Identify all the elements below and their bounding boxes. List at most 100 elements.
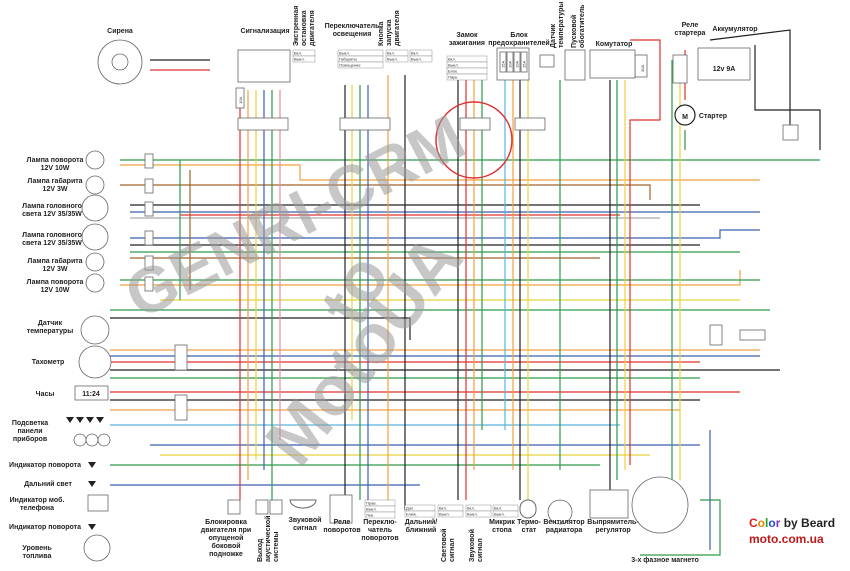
label-sound-signal: Звуковой bbox=[468, 529, 476, 562]
label-tacho: Тахометр bbox=[32, 359, 65, 366]
label-audio-out: акустической bbox=[264, 516, 272, 563]
switch-position-ignition: Парк. bbox=[448, 75, 458, 80]
label-light-signal: Световой bbox=[440, 529, 448, 562]
clock-display bbox=[74, 385, 109, 401]
switch-position-sound_sig: Выкл. bbox=[467, 512, 478, 517]
label-choke: обогатитель bbox=[578, 4, 586, 48]
switch-position-emergency: Выкл. bbox=[294, 57, 305, 62]
label-temp-gauge: Датчик bbox=[38, 320, 63, 327]
label-lamp-pos-2: 12V 3W bbox=[43, 266, 68, 273]
switch-position-hilo: Дал. bbox=[406, 506, 414, 511]
rectifier-box bbox=[589, 489, 629, 519]
label-lamp-turn-1: 12V 10W bbox=[41, 165, 70, 172]
connector bbox=[144, 201, 154, 217]
credit: Color by Beard moto.com.ua bbox=[749, 516, 835, 546]
label-high-beam: Дальний свет bbox=[24, 480, 72, 488]
label-alarm: Сигнализация bbox=[240, 28, 289, 35]
label-thermostat: стат bbox=[522, 527, 537, 534]
indicator-led-icon bbox=[88, 481, 96, 487]
starter-relay-box bbox=[672, 54, 688, 84]
switch-table-cell bbox=[437, 510, 464, 518]
label-head-1: света 12V 35/35W bbox=[22, 211, 82, 218]
fuse-icon bbox=[499, 51, 507, 73]
credit-letter: o bbox=[758, 516, 765, 530]
switch-position-brake_top: Вкл. bbox=[411, 51, 419, 56]
label-thermostat: Термо- bbox=[517, 519, 541, 526]
horn-icon bbox=[289, 499, 317, 509]
switch-position-turn: Лев. bbox=[366, 513, 374, 518]
audio-connector bbox=[255, 499, 269, 515]
led-icon bbox=[86, 417, 94, 423]
fuel-gauge-icon bbox=[83, 534, 111, 562]
starter-motor-icon bbox=[674, 104, 696, 126]
indicator-led-icon bbox=[88, 524, 96, 530]
label-horn: Звуковой bbox=[289, 516, 322, 524]
label-sound-signal: сигнал bbox=[477, 538, 484, 562]
fuse-icon bbox=[520, 51, 528, 73]
label-light-signal: сигнал bbox=[449, 538, 456, 562]
wire-brown bbox=[120, 184, 651, 200]
credit-letter: C bbox=[749, 516, 758, 530]
label-hi-lo: ближний bbox=[406, 526, 437, 534]
relay-coil-box bbox=[782, 124, 799, 141]
label-lamp-turn-1: Лампа поворота bbox=[27, 157, 84, 164]
led-icon bbox=[66, 417, 74, 423]
audio-connector bbox=[269, 499, 283, 515]
label-clock-display: 11:24 bbox=[82, 391, 100, 398]
switch-position-brake_bottom: Выкл. bbox=[494, 512, 505, 517]
indicator-led-icon bbox=[88, 462, 96, 468]
panel-bulb-icon bbox=[73, 433, 87, 447]
temp-gauge-icon bbox=[80, 315, 110, 345]
label-side-stand: Блокировка bbox=[205, 519, 247, 526]
switch-position-light_sig: Вкл. bbox=[439, 506, 447, 511]
switch-position-ignition: Вкл. bbox=[448, 57, 456, 62]
label-starter-relay: Реле bbox=[682, 22, 699, 29]
label-turn-switch: Переклю- bbox=[363, 519, 397, 526]
label-brake-switch-bottom: стопа bbox=[492, 527, 512, 534]
fuse-icon bbox=[513, 51, 521, 73]
label-emergency-stop: Экстренная bbox=[293, 6, 300, 46]
label-turn-ind-1: Индикатор поворота bbox=[9, 462, 81, 469]
lamp-bulb-icon bbox=[85, 175, 105, 195]
fuse-icon bbox=[506, 51, 514, 73]
led-icon bbox=[76, 417, 84, 423]
label-temp-sensor-top: Датчик bbox=[550, 23, 557, 48]
tachometer-icon bbox=[78, 345, 112, 379]
switch-table-cell bbox=[465, 510, 492, 518]
magneto-outer-icon bbox=[631, 476, 689, 534]
alarm-fuse bbox=[235, 87, 245, 109]
label-panel-light: Подсветка bbox=[12, 420, 48, 427]
label-rectifier: регулятор bbox=[595, 527, 630, 534]
lamp-bulb-icon bbox=[85, 273, 105, 293]
temp-sensor-box bbox=[539, 54, 555, 68]
switch-position-ignition: Блок. bbox=[448, 69, 458, 74]
connector bbox=[144, 153, 154, 169]
connector bbox=[739, 329, 766, 341]
switch-position-lighting: Выкл. bbox=[339, 51, 350, 56]
panel-bulb-icon bbox=[85, 433, 99, 447]
credit-letter: l bbox=[765, 516, 768, 530]
label-emergency-stop: остановка bbox=[301, 10, 308, 46]
fuse-rating: 15A bbox=[522, 61, 527, 68]
label-siren: Сирена bbox=[107, 28, 133, 35]
switch-table-cell bbox=[409, 55, 433, 63]
label-phone: Индикатор моб. bbox=[10, 496, 65, 504]
fan-icon bbox=[547, 499, 573, 525]
label-fan: Вентилятор bbox=[543, 519, 584, 526]
label-turn-ind-2: Индикатор поворота bbox=[9, 524, 81, 531]
label-light-switch: освещения bbox=[333, 31, 372, 38]
label-side-stand: подножке bbox=[209, 551, 243, 558]
switch-position-lighting: Габариты bbox=[339, 57, 357, 62]
label-battery-rating: 12v 9A bbox=[713, 66, 736, 73]
switch-position-brake_top: Выкл. bbox=[411, 57, 422, 62]
label-magneto: 3-х фазное магнето bbox=[631, 557, 699, 564]
switch-position-start: Вкл. bbox=[387, 51, 395, 56]
label-start-button: Кнопка bbox=[378, 21, 385, 46]
highlight-circle bbox=[435, 101, 513, 179]
wire-black bbox=[709, 29, 791, 140]
switch-position-turn: Выкл. bbox=[366, 507, 377, 512]
label-starter-relay: стартера bbox=[675, 30, 706, 37]
fuse-rating: 10A bbox=[508, 61, 513, 68]
switch-position-start: Выкл. bbox=[387, 57, 398, 62]
